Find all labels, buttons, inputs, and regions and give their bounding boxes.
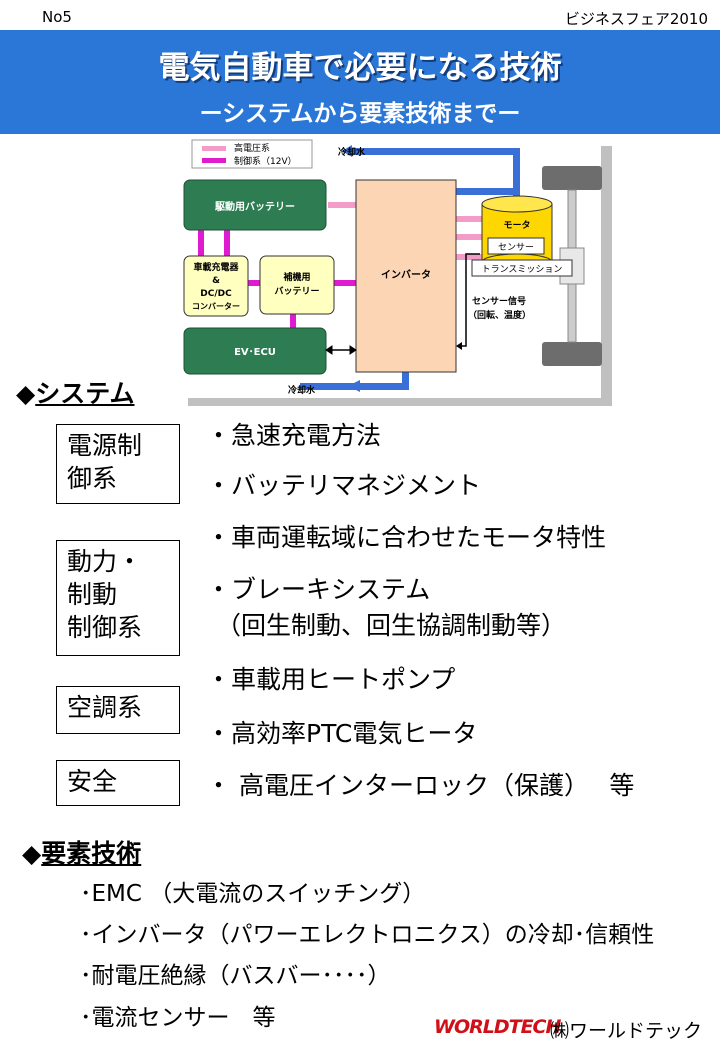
category-drive-brake-control: 動力・ 制動 制御系 — [56, 540, 180, 656]
motor — [481, 195, 553, 271]
charger-label-2: & — [212, 276, 220, 286]
category-power-control: 電源制 御系 — [56, 424, 180, 504]
page-title: 電気自動車で必要になる技術 — [158, 50, 562, 86]
transmission-label: トランスミッション — [482, 264, 563, 275]
system-item: （回生制動、回生協調制動等） — [216, 611, 567, 640]
drive-battery-label: 駆動用バッテリー — [214, 200, 295, 213]
charger-label-4: コンバーター — [192, 301, 240, 311]
page-subtitle: ーシステムから要素技術までー — [199, 101, 521, 127]
company-name: ㈱ワールドテック — [550, 1020, 703, 1042]
system-item: ・車両運転域に合わせたモータ特性 — [206, 523, 607, 552]
element-item: ･インバータ（パワーエレクトロニクス）の冷却･信頼性 — [80, 922, 655, 948]
charger-label-3: DC/DC — [200, 289, 232, 299]
system-item: ・高効率PTC電気ヒータ — [206, 719, 478, 748]
sensor-signal-label-2: （回転、温度） — [468, 309, 531, 321]
elements-heading: ◆要素技術 — [22, 839, 142, 868]
aux-battery-label-1: 補機用 — [282, 271, 310, 283]
system-item: ・車載用ヒートポンプ — [206, 665, 456, 694]
system-item: ・ 高電圧インターロック（保護） 等 — [206, 771, 635, 800]
coolant-top-label: 冷却水 — [338, 146, 366, 158]
system-item: ・急速充電方法 — [206, 421, 382, 450]
ecu-inverter-arrow — [325, 345, 357, 355]
element-item: ･耐電圧絶縁（バスバー････） — [80, 963, 391, 989]
system-heading: ◆システム — [16, 379, 135, 408]
legend-high-voltage: 高電圧系 — [234, 142, 270, 154]
sensor-signal-label-1: センサー信号 — [472, 295, 526, 307]
element-item: ･電流センサー 等 — [80, 1005, 276, 1031]
coolant-bottom-label: 冷却水 — [288, 384, 316, 396]
high-voltage-lines — [328, 202, 482, 260]
diagram-legend: 高電圧系 制御系（12V） — [191, 139, 313, 169]
top-bar: No5 ビジネスフェア2010 — [0, 0, 720, 30]
title-banner: 電気自動車で必要になる技術 ーシステムから要素技術までー — [0, 30, 720, 134]
charger-label-1: 車載充電器 — [193, 261, 239, 273]
category-air-conditioning: 空調系 — [56, 686, 180, 734]
slide-number: No5 — [42, 8, 72, 26]
aux-battery-label-2: バッテリー — [274, 286, 319, 297]
motor-label: モータ — [503, 219, 530, 231]
sensor-signal-line — [460, 253, 480, 347]
control-lines — [198, 230, 356, 328]
element-item: ･EMC （大電流のスイッチング） — [80, 881, 426, 907]
system-item: ・ブレーキシステム — [206, 575, 431, 604]
ev-system-diagram: 高電圧系 制御系（12V） 冷却水 冷却水 駆動用バッテリー — [180, 138, 612, 406]
sensor-label: センサー — [498, 242, 534, 253]
ev-ecu-label: EV･ECU — [234, 347, 276, 358]
category-safety: 安全 — [56, 760, 180, 806]
worldtech-logo: WORLDTECH — [434, 1016, 561, 1038]
system-item: ・バッテリマネジメント — [206, 471, 482, 500]
inverter-label: インバータ — [381, 269, 431, 281]
event-name: ビジネスフェア2010 — [564, 10, 708, 28]
legend-control: 制御系（12V） — [234, 155, 297, 167]
